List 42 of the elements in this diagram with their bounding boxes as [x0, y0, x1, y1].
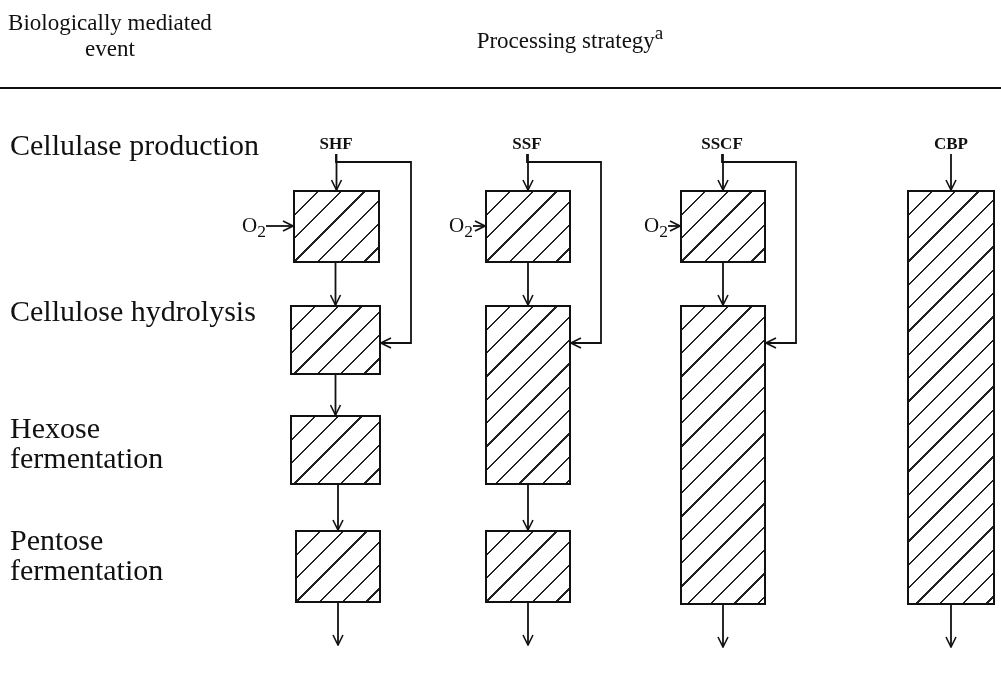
hatched-box: [295, 530, 381, 603]
arrow: [717, 262, 729, 306]
row-label: Cellulase production: [10, 130, 260, 160]
arrow: [522, 602, 534, 646]
arrow: [472, 220, 486, 232]
row-label: Pentose fermentation: [10, 525, 165, 585]
hatched-box: [290, 415, 381, 485]
arrow: [335, 153, 412, 349]
column-header: Biologically mediated event: [7, 10, 213, 62]
hatched-box: [907, 190, 995, 605]
arrow: [717, 153, 729, 191]
arrow: [329, 262, 342, 306]
hatched-box: [680, 190, 766, 263]
arrow: [522, 153, 534, 191]
arrow: [332, 602, 344, 646]
hatched-box: [290, 305, 381, 375]
hatched-box: [680, 305, 766, 605]
hatched-box: [485, 530, 571, 603]
arrow: [717, 604, 729, 648]
arrow: [721, 153, 797, 349]
arrow: [329, 374, 342, 416]
row-label: Cellulose hydrolysis: [10, 296, 257, 326]
strategy-label: SSCF: [692, 134, 752, 154]
strategy-label: SSF: [497, 134, 557, 154]
strategy-label: SHF: [306, 134, 366, 154]
arrow: [265, 220, 294, 232]
row-label: Hexose fermentation: [10, 413, 165, 473]
arrow: [945, 153, 957, 191]
hatched-box: [293, 190, 380, 263]
hatched-box: [485, 305, 571, 485]
arrow: [332, 484, 344, 531]
arrow: [526, 153, 602, 349]
arrow: [667, 220, 681, 232]
oxygen-label: O$_{2}$: [220, 212, 266, 245]
arrow: [945, 604, 957, 648]
strategy-label: CBP: [921, 134, 981, 154]
arrow: [522, 484, 534, 531]
oxygen-label: O$_{2}$: [622, 212, 668, 245]
arrow: [522, 262, 534, 306]
oxygen-label: O$_{2}$: [427, 212, 473, 245]
hatched-box: [485, 190, 571, 263]
column-header: Processing strategy$^{a}$: [475, 21, 665, 54]
